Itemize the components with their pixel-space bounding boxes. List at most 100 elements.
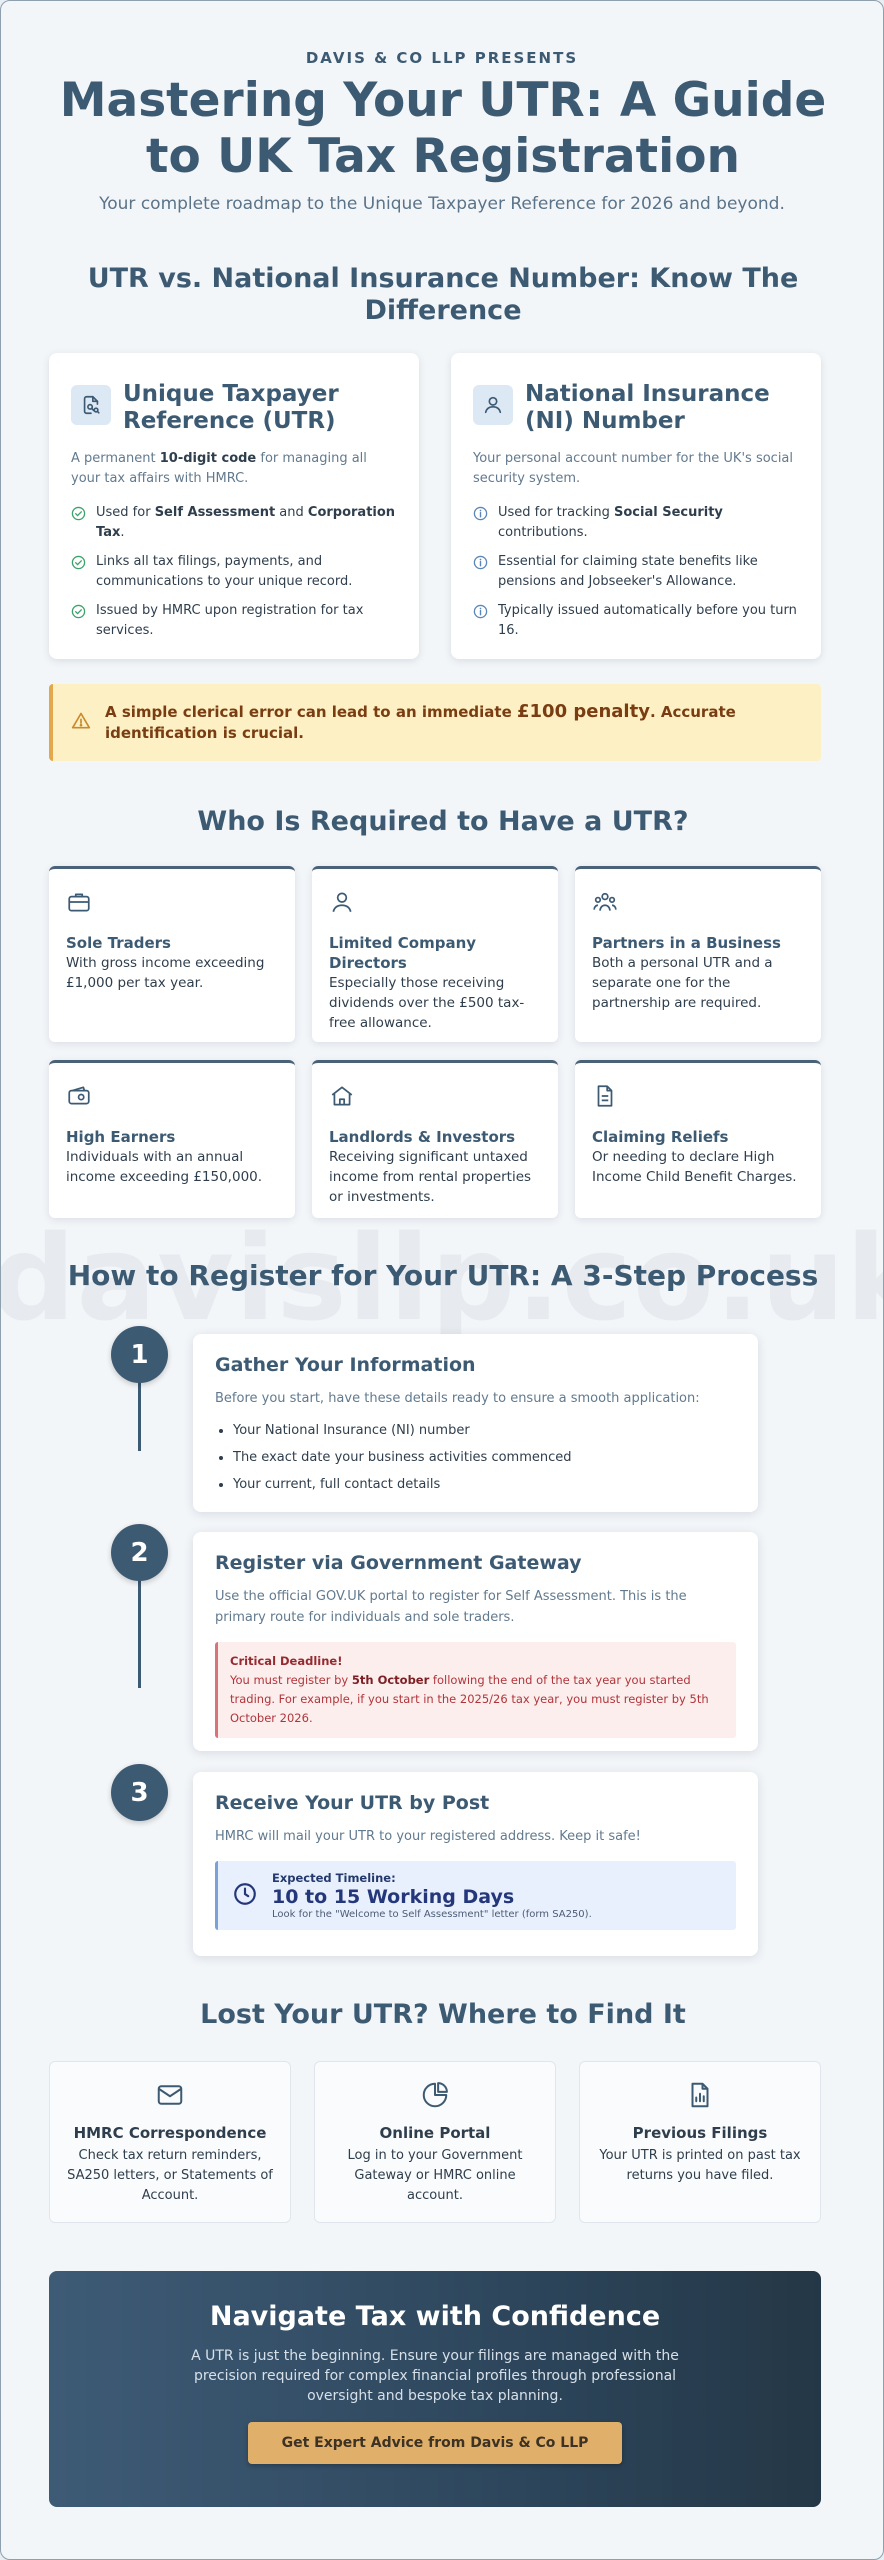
who-card-title: Claiming Reliefs xyxy=(592,1128,729,1146)
utr-card: Unique Taxpayer Reference (UTR) A perman… xyxy=(49,353,419,659)
who-card-desc: Or needing to declare High Income Child … xyxy=(592,1149,797,1185)
step-number-3: 3 xyxy=(111,1764,168,1821)
timeline-value: 10 to 15 Working Days xyxy=(272,1886,515,1908)
who-card-desc: Especially those receiving dividends ove… xyxy=(329,975,525,1031)
check-circle-icon xyxy=(71,555,86,592)
who-card-partners: Partners in a Business Both a personal U… xyxy=(575,866,821,1042)
document-icon xyxy=(592,1085,618,1113)
who-card-title: Partners in a Business xyxy=(592,934,781,952)
utr-card-desc: A permanent 10-digit code for managing a… xyxy=(71,451,367,486)
penalty-alert: A simple clerical error can lead to an i… xyxy=(49,684,821,761)
step-card-3: Receive Your UTR by Post HMRC will mail … xyxy=(193,1772,758,1956)
list-item: Issued by HMRC upon registration for tax… xyxy=(71,601,397,641)
step-number-1: 1 xyxy=(111,1326,168,1383)
list-item: Your National Insurance (NI) number xyxy=(233,1421,736,1441)
utr-card-title: Unique Taxpayer Reference (UTR) xyxy=(123,381,339,434)
document-search-icon xyxy=(71,385,111,425)
watermark: davisllp.co.uk xyxy=(0,1209,884,1347)
ni-card: National Insurance (NI) Number Your pers… xyxy=(451,353,821,659)
briefcase-icon xyxy=(66,893,92,919)
who-card-desc: With gross income exceeding £1,000 per t… xyxy=(66,955,265,991)
step-connector xyxy=(138,1578,141,1688)
page-subtitle: Your complete roadmap to the Unique Taxp… xyxy=(99,194,785,214)
who-card-directors: Limited Company Directors Especially tho… xyxy=(312,866,558,1042)
lost-card-previous-filings: Previous Filings Your UTR is printed on … xyxy=(579,2061,821,2223)
cta-desc: A UTR is just the beginning. Ensure your… xyxy=(191,2348,679,2404)
who-title: Who Is Required to Have a UTR? xyxy=(197,806,689,837)
ni-feature-list: Used for tracking Social Security contri… xyxy=(473,503,799,641)
deadline-title: Critical Deadline! xyxy=(230,1654,343,1668)
who-card-high-earners: High Earners Individuals with an annual … xyxy=(49,1060,295,1218)
deadline-callout: Critical Deadline! You must register by … xyxy=(215,1642,736,1738)
who-card-desc: Individuals with an annual income exceed… xyxy=(66,1149,263,1185)
lost-title: Lost Your UTR? Where to Find It xyxy=(200,1999,686,2030)
lost-card-desc: Your UTR is printed on past tax returns … xyxy=(599,2148,801,2183)
envelope-icon xyxy=(50,2080,290,2110)
lost-card-correspondence: HMRC Correspondence Check tax return rem… xyxy=(49,2061,291,2223)
expert-advice-button[interactable]: Get Expert Advice from Davis & Co LLP xyxy=(248,2422,622,2464)
cta-title: Navigate Tax with Confidence xyxy=(209,2301,661,2332)
page-title: Mastering Your UTR: A Guide to UK Tax Re… xyxy=(59,73,827,184)
info-circle-icon xyxy=(473,555,488,592)
group-icon xyxy=(592,892,618,919)
cta-banner: Navigate Tax with Confidence A UTR is ju… xyxy=(49,2271,821,2507)
timeline-label: Expected Timeline: xyxy=(272,1871,396,1885)
list-item: Links all tax filings, payments, and com… xyxy=(71,552,397,592)
list-item: The exact date your business activities … xyxy=(233,1448,736,1468)
step-desc: Before you start, have these details rea… xyxy=(215,1391,700,1406)
who-card-claiming-reliefs: Claiming Reliefs Or needing to declare H… xyxy=(575,1060,821,1218)
step-checklist: Your National Insurance (NI) number The … xyxy=(215,1421,736,1495)
lost-card-title: HMRC Correspondence xyxy=(73,2124,267,2142)
info-circle-icon xyxy=(473,506,488,543)
step-title: Register via Government Gateway xyxy=(215,1552,582,1574)
list-item: Used for tracking Social Security contri… xyxy=(473,503,799,543)
alert-text: A simple clerical error can lead to an i… xyxy=(105,701,736,742)
info-circle-icon xyxy=(473,604,488,641)
step-desc: HMRC will mail your UTR to your register… xyxy=(215,1829,641,1844)
step-card-2: Register via Government Gateway Use the … xyxy=(193,1532,758,1751)
lost-card-title: Online Portal xyxy=(379,2124,491,2142)
who-card-desc: Both a personal UTR and a separate one f… xyxy=(592,955,773,1011)
person-icon xyxy=(473,385,513,425)
deadline-text: You must register by 5th October followi… xyxy=(230,1673,709,1725)
pie-chart-icon xyxy=(315,2080,555,2110)
wallet-icon xyxy=(66,1086,92,1113)
clock-icon xyxy=(232,1881,258,1911)
who-card-title: Limited Company Directors xyxy=(329,934,477,972)
who-card-title: Sole Traders xyxy=(66,934,171,952)
who-card-sole-traders: Sole Traders With gross income exceeding… xyxy=(49,866,295,1042)
person-icon xyxy=(329,892,355,919)
comparison-title: UTR vs. National Insurance Number: Know … xyxy=(87,263,799,326)
who-card-landlords: Landlords & Investors Receiving signific… xyxy=(312,1060,558,1218)
lost-card-online-portal: Online Portal Log in to your Government … xyxy=(314,2061,556,2223)
step-title: Gather Your Information xyxy=(215,1354,476,1376)
check-circle-icon xyxy=(71,604,86,641)
lost-card-desc: Log in to your Government Gateway or HMR… xyxy=(347,2148,523,2203)
who-card-title: Landlords & Investors xyxy=(329,1128,516,1146)
timeline-callout: Expected Timeline: 10 to 15 Working Days… xyxy=(215,1861,736,1930)
utr-feature-list: Used for Self Assessment and Corporation… xyxy=(71,503,397,641)
list-item: Used for Self Assessment and Corporation… xyxy=(71,503,397,543)
step-desc: Use the official GOV.UK portal to regist… xyxy=(215,1589,687,1625)
list-item: Typically issued automatically before yo… xyxy=(473,601,799,641)
step-connector xyxy=(138,1381,141,1451)
step-card-1: Gather Your Information Before you start… xyxy=(193,1334,758,1512)
who-card-title: High Earners xyxy=(66,1128,176,1146)
step-title: Receive Your UTR by Post xyxy=(215,1792,490,1814)
house-icon xyxy=(329,1086,355,1113)
lost-card-title: Previous Filings xyxy=(632,2124,768,2142)
list-item: Your current, full contact details xyxy=(233,1475,736,1495)
who-card-desc: Receiving significant untaxed income fro… xyxy=(329,1149,532,1205)
check-circle-icon xyxy=(71,506,86,543)
eyebrow: DAVIS & CO LLP PRESENTS xyxy=(305,49,579,67)
timeline-note: Look for the "Welcome to Self Assessment… xyxy=(272,1909,592,1920)
warning-icon xyxy=(71,711,91,735)
list-item: Essential for claiming state benefits li… xyxy=(473,552,799,592)
ni-card-desc: Your personal account number for the UK'… xyxy=(473,451,794,486)
step-number-2: 2 xyxy=(111,1524,168,1581)
ni-card-title: National Insurance (NI) Number xyxy=(525,381,770,434)
file-chart-icon xyxy=(580,2080,820,2110)
steps-title: How to Register for Your UTR: A 3-Step P… xyxy=(67,1259,819,1292)
lost-card-desc: Check tax return reminders, SA250 letter… xyxy=(67,2148,273,2203)
